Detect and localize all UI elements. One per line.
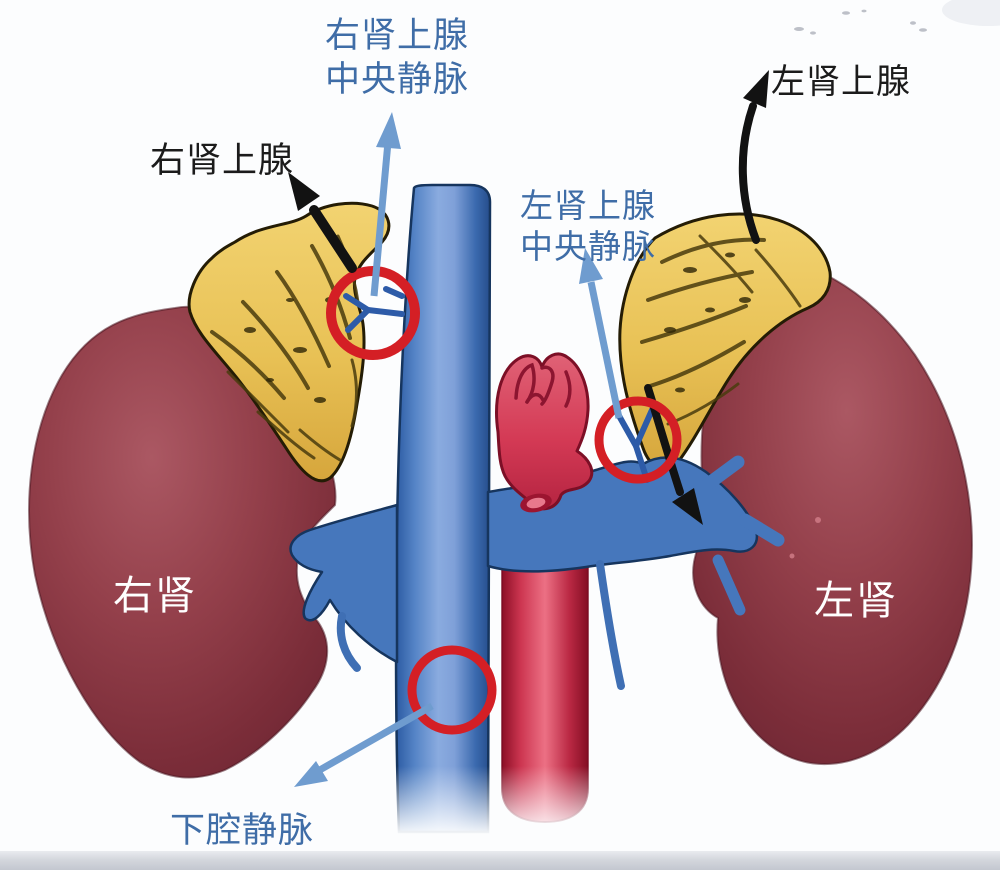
celiac-trunk-folds: [514, 362, 572, 408]
label-inferior-vena-cava: 下腔静脉: [169, 811, 315, 850]
left-adrenal-gland-shape: [618, 212, 832, 471]
bottom-edge-band: [0, 851, 1000, 870]
right-adrenal-central-vein-arrow: [370, 112, 401, 297]
right-adrenal-vein-branches: [343, 286, 405, 333]
inferior-vena-cava-arrow: [294, 702, 434, 787]
label-left-adrenal-gland: 左肾上腺: [771, 64, 911, 101]
label-left-adrenal-central-vein: 左肾上腺 中央静脉: [520, 187, 656, 269]
highlight-circle-left-adrenal-vein: [594, 396, 682, 484]
celiac-trunk-shape: [495, 352, 594, 513]
kidney-surface-dots: [789, 517, 821, 559]
left-kidney-shape: [692, 258, 974, 765]
label-line: 左肾上腺: [520, 189, 656, 225]
vessel-fade: [386, 766, 598, 854]
renal-vein-branches: [693, 455, 785, 616]
label-right-kidney: 右肾: [113, 574, 197, 618]
corner-smudge: [942, 0, 1000, 26]
background-speckles: [794, 9, 927, 35]
right-renal-vein-vessel: [289, 503, 399, 672]
gonadal-vein-vessel: [596, 560, 625, 690]
right-adrenal-gland-shape: [187, 201, 391, 483]
label-right-adrenal-central-vein: 右肾上腺 中央静脉: [325, 14, 469, 102]
label-line: 右肾上腺: [324, 16, 470, 55]
right-adrenal-arrow: [288, 172, 357, 273]
label-line: 中央静脉: [520, 230, 656, 266]
highlight-circle-vena-cava: [407, 645, 497, 735]
inferior-vena-cava-vessel: [394, 183, 492, 834]
left-adrenal-central-vein-arrow: [579, 248, 623, 419]
left-adrenal-arrow: [738, 70, 769, 244]
celiac-trunk-stump: [520, 493, 552, 513]
label-line: 中央静脉: [324, 60, 470, 99]
label-left-kidney: 左肾: [814, 579, 898, 623]
adrenal-drainage-arrow: [644, 384, 703, 525]
label-right-adrenal-gland: 右肾上腺: [149, 141, 295, 180]
adrenal-texture-spots: [664, 252, 751, 393]
